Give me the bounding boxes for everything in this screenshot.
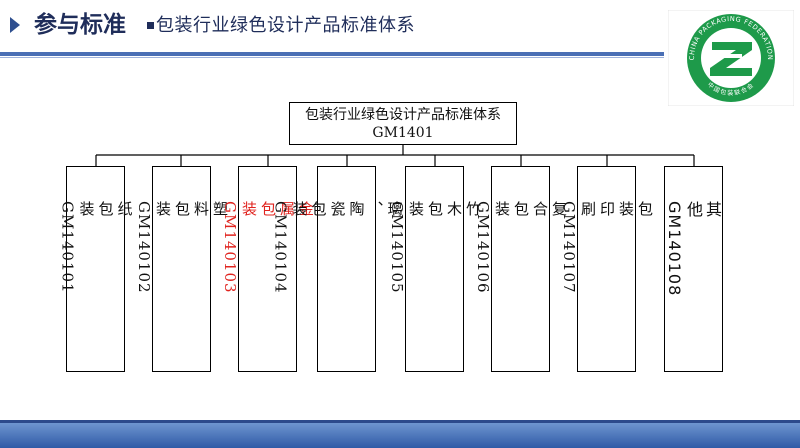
header-divider-thin bbox=[0, 57, 664, 58]
child-node-composite: 复 合 包 装 GM140106 bbox=[474, 166, 568, 372]
child-node-bamboo-wood: 竹 木 包 装 GM140105 bbox=[388, 166, 482, 372]
child-node-label: 复 合 包 装 GM140106 bbox=[474, 201, 568, 294]
child-node-label: 玻 璃 、 陶 瓷 包 装 GM140104 bbox=[271, 201, 423, 294]
root-node: 包装行业绿色设计产品标准体系 GM1401 bbox=[289, 102, 517, 145]
child-node-label: 纸 包 装 GM140101 bbox=[58, 201, 134, 294]
child-node-metal: 金 属 包 装 GM140103 bbox=[221, 166, 315, 372]
child-node-label: 竹 木 包 装 GM140105 bbox=[388, 201, 482, 294]
child-node-label: 包 装 印 刷 GM140107 bbox=[560, 201, 654, 294]
child-node-printing: 包 装 印 刷 GM140107 bbox=[560, 166, 654, 372]
page-title: 参与标准 bbox=[34, 12, 126, 38]
square-bullet-icon bbox=[147, 22, 154, 29]
footer-divider bbox=[0, 420, 800, 423]
footer-band bbox=[0, 423, 800, 448]
root-node-code: GM1401 bbox=[372, 125, 434, 141]
child-node-plastic: 塑 料 包 装 GM140102 bbox=[135, 166, 229, 372]
arrow-bullet-icon bbox=[10, 17, 20, 33]
child-node-label: 金 属 包 装 GM140103 bbox=[221, 201, 315, 294]
child-node-paper: 纸 包 装 GM140101 bbox=[59, 166, 134, 372]
child-node-label: 其 他 GM140108 bbox=[665, 201, 722, 297]
child-node-glass-ceramic: 玻 璃 、 陶 瓷 包 装 GM140104 bbox=[272, 166, 423, 372]
child-node-label: 塑 料 包 装 GM140102 bbox=[135, 201, 229, 294]
page-subtitle: 包装行业绿色设计产品标准体系 bbox=[156, 15, 415, 36]
china-packaging-federation-logo: CHINA PACKAGING FEDERATION 中国包装联合会 bbox=[668, 10, 794, 106]
root-node-title: 包装行业绿色设计产品标准体系 bbox=[305, 107, 501, 123]
header-divider bbox=[0, 52, 664, 56]
child-node-other: 其 他 GM140108 bbox=[664, 166, 723, 372]
